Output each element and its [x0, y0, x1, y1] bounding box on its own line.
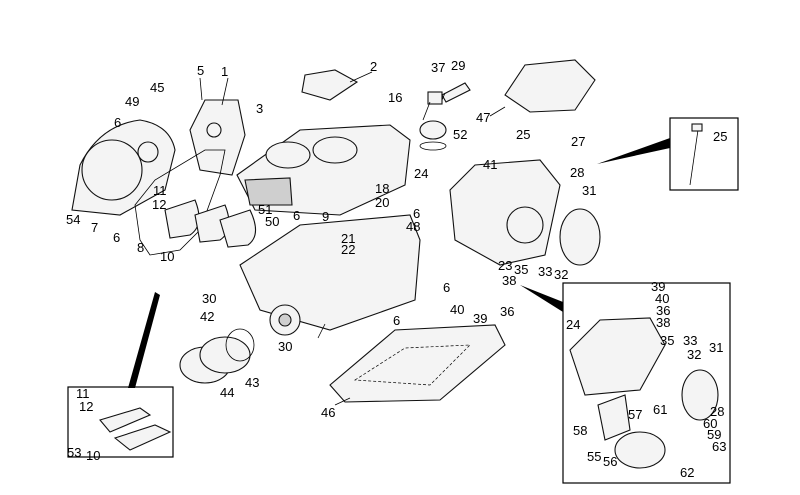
breather-assembly [419, 82, 471, 151]
callout-46[interactable]: 46 [321, 405, 336, 420]
leader-lines [199, 71, 506, 406]
upper-crankcase [236, 124, 411, 216]
detail-callout-56[interactable]: 56 [603, 454, 618, 469]
detail-callout-59[interactable]: 59 [707, 427, 722, 442]
detail-callout-35[interactable]: 35 [660, 333, 675, 348]
callout-16[interactable]: 16 [388, 90, 403, 105]
detail-callout-58[interactable]: 58 [573, 423, 588, 438]
callout-30[interactable]: 30 [278, 339, 293, 354]
detail-callout-32[interactable]: 32 [687, 347, 702, 362]
detail-callout-39[interactable]: 39 [651, 279, 666, 294]
callout-7[interactable]: 7 [91, 220, 99, 235]
callout-29[interactable]: 29 [451, 58, 466, 73]
callout-40[interactable]: 40 [450, 302, 465, 317]
callout-6[interactable]: 6 [293, 208, 301, 223]
callout-22[interactable]: 22 [341, 242, 356, 257]
gasket-8 [134, 149, 226, 256]
detail-callout-60[interactable]: 60 [703, 416, 718, 431]
callout-31[interactable]: 31 [582, 183, 597, 198]
callout-5[interactable]: 5 [197, 63, 205, 78]
detail-callout-33[interactable]: 33 [683, 333, 698, 348]
oil-filter [179, 328, 255, 384]
callout-3[interactable]: 3 [256, 101, 264, 116]
callout-9[interactable]: 9 [322, 209, 330, 224]
callout-24[interactable]: 24 [414, 166, 429, 181]
inset-callout-11[interactable]: 11 [76, 386, 90, 401]
gasket-kit-47 [504, 59, 596, 113]
callout-38[interactable]: 38 [502, 273, 517, 288]
detail-callout-62[interactable]: 62 [680, 465, 695, 480]
front-cover [189, 99, 246, 176]
detail-callout-38[interactable]: 38 [656, 315, 671, 330]
detail-callout-40[interactable]: 40 [655, 291, 670, 306]
callout-18[interactable]: 18 [375, 181, 390, 196]
callout-25[interactable]: 25 [516, 127, 531, 142]
callout-35[interactable]: 35 [514, 262, 529, 277]
gasket-2 [301, 69, 359, 101]
callout-10[interactable]: 10 [160, 249, 175, 264]
callout-6[interactable]: 6 [413, 206, 421, 221]
detail-callout-28[interactable]: 28 [710, 404, 725, 419]
inset-dipstick [669, 117, 739, 191]
callout-1[interactable]: 1 [221, 64, 229, 79]
callout-48[interactable]: 48 [406, 219, 421, 234]
callout-6[interactable]: 6 [443, 280, 451, 295]
detail-callout-31[interactable]: 31 [709, 340, 724, 355]
detail-callout-36[interactable]: 36 [656, 303, 671, 318]
callout-11[interactable]: 11 [153, 183, 167, 198]
inset-callout-10[interactable]: 10 [86, 448, 101, 463]
alternator-cover [71, 119, 176, 216]
callout-28[interactable]: 28 [570, 165, 585, 180]
callout-23[interactable]: 23 [498, 258, 513, 273]
callout-51[interactable]: 51 [258, 202, 273, 217]
callout-6[interactable]: 6 [114, 115, 122, 130]
callout-25[interactable]: 25 [713, 129, 728, 144]
callout-6[interactable]: 6 [113, 230, 121, 245]
callout-50[interactable]: 50 [265, 214, 280, 229]
callout-30[interactable]: 30 [202, 291, 217, 306]
callout-33[interactable]: 33 [538, 264, 553, 279]
detail-callout-55[interactable]: 55 [587, 449, 602, 464]
callout-2[interactable]: 2 [370, 59, 378, 74]
callout-8[interactable]: 8 [137, 240, 145, 255]
bearing-shells [164, 199, 257, 248]
callout-54[interactable]: 54 [66, 212, 81, 227]
callout-32[interactable]: 32 [554, 267, 569, 282]
callout-39[interactable]: 39 [473, 311, 488, 326]
callout-45[interactable]: 45 [150, 80, 165, 95]
detail-callout-61[interactable]: 61 [653, 402, 668, 417]
callout-43[interactable]: 43 [245, 375, 260, 390]
inset-callout-12[interactable]: 12 [79, 399, 94, 414]
right-engine-cover [449, 159, 601, 266]
detail-callout-24[interactable]: 24 [566, 317, 581, 332]
detail-callout-63[interactable]: 63 [712, 439, 727, 454]
callout-41[interactable]: 41 [483, 157, 498, 172]
callout-12[interactable]: 12 [152, 197, 167, 212]
callout-27[interactable]: 27 [571, 134, 586, 149]
callout-6[interactable]: 6 [393, 313, 401, 328]
callout-47[interactable]: 47 [476, 110, 491, 125]
callout-44[interactable]: 44 [220, 385, 235, 400]
callout-42[interactable]: 42 [200, 309, 215, 324]
callout-20[interactable]: 20 [375, 195, 390, 210]
inset-callout-53[interactable]: 53 [67, 445, 82, 460]
oil-pan-gasket [329, 324, 506, 403]
callout-36[interactable]: 36 [500, 304, 515, 319]
callout-52[interactable]: 52 [453, 127, 468, 142]
callout-49[interactable]: 49 [125, 94, 140, 109]
callout-21[interactable]: 21 [341, 231, 356, 246]
lower-crankcase [239, 214, 421, 336]
callout-37[interactable]: 37 [431, 60, 446, 75]
detail-callout-57[interactable]: 57 [628, 407, 643, 422]
